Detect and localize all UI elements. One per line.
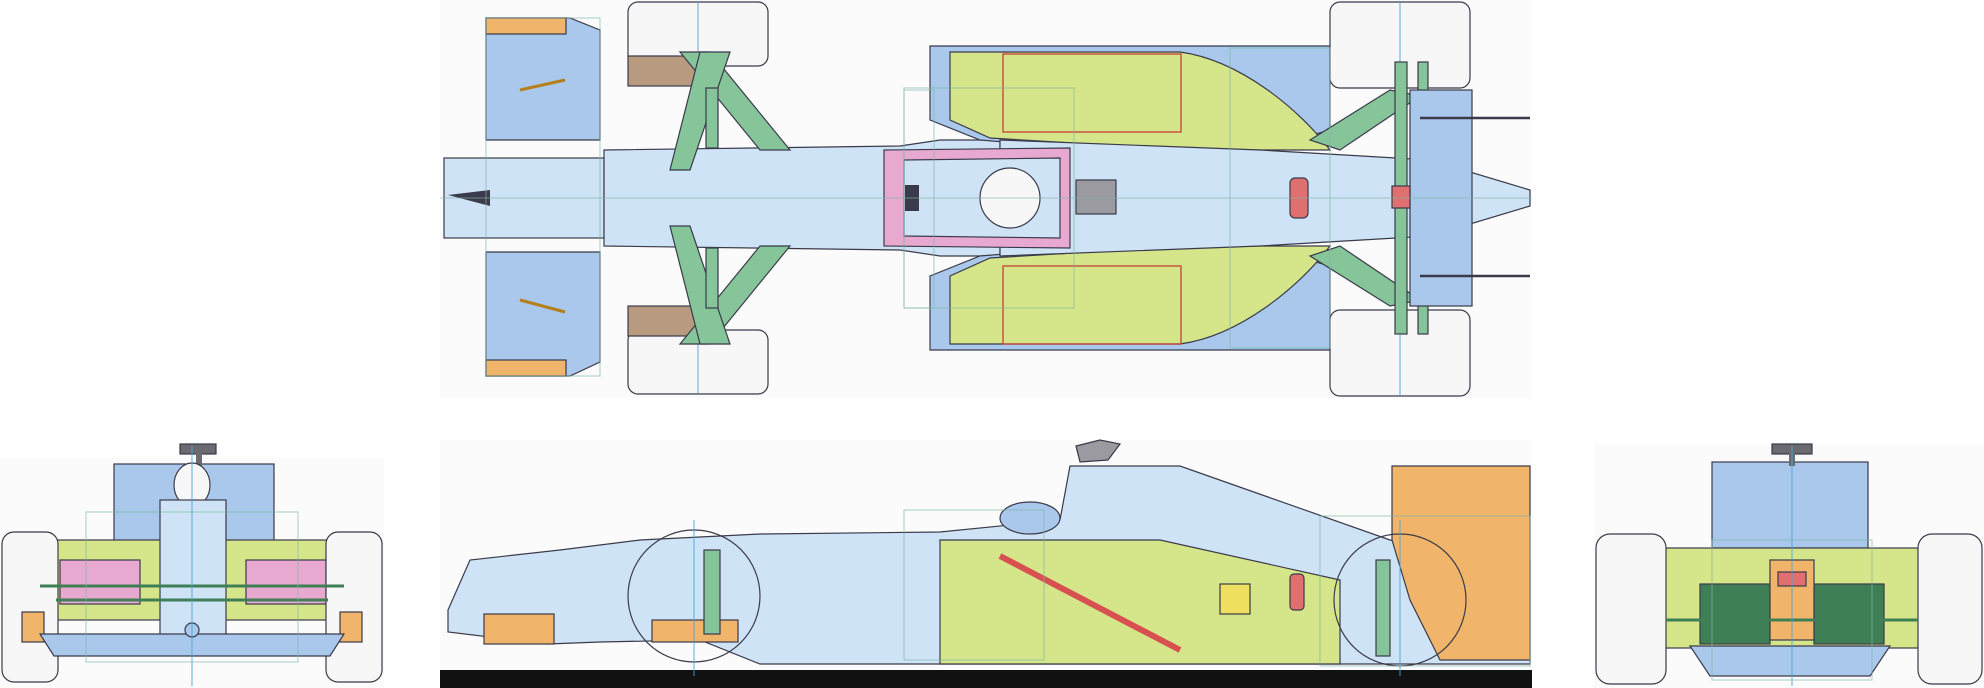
front-view-tyre-right bbox=[325, 531, 383, 683]
rear-view-rear-wing bbox=[1711, 461, 1869, 549]
front-suspension bbox=[669, 51, 792, 345]
side-view-helmet bbox=[999, 501, 1061, 535]
front-wing-endplate-bottom bbox=[485, 359, 567, 377]
side-view-front-wing bbox=[483, 613, 555, 645]
side-view-ground-line bbox=[440, 670, 1532, 688]
side-view-rear-wing-endplate bbox=[1391, 465, 1531, 661]
side-view-sidepod bbox=[939, 539, 1341, 665]
top-view bbox=[440, 0, 1532, 398]
airbox bbox=[1075, 179, 1117, 215]
rear-view bbox=[1594, 443, 1984, 688]
rear-view-tyre-left bbox=[1595, 533, 1667, 685]
top-construction-guides bbox=[440, 17, 1532, 377]
front-view-tyre-left bbox=[1, 531, 59, 683]
side-view-airbox bbox=[1075, 439, 1122, 463]
rear-view-diffuser bbox=[1688, 645, 1892, 677]
front-wing-endplate-top bbox=[485, 17, 567, 35]
rear-view-tyre-right bbox=[1917, 533, 1983, 685]
rear-light bbox=[1391, 185, 1411, 209]
side-view bbox=[440, 439, 1532, 688]
front-view bbox=[0, 443, 384, 688]
front-tyres bbox=[627, 1, 769, 395]
